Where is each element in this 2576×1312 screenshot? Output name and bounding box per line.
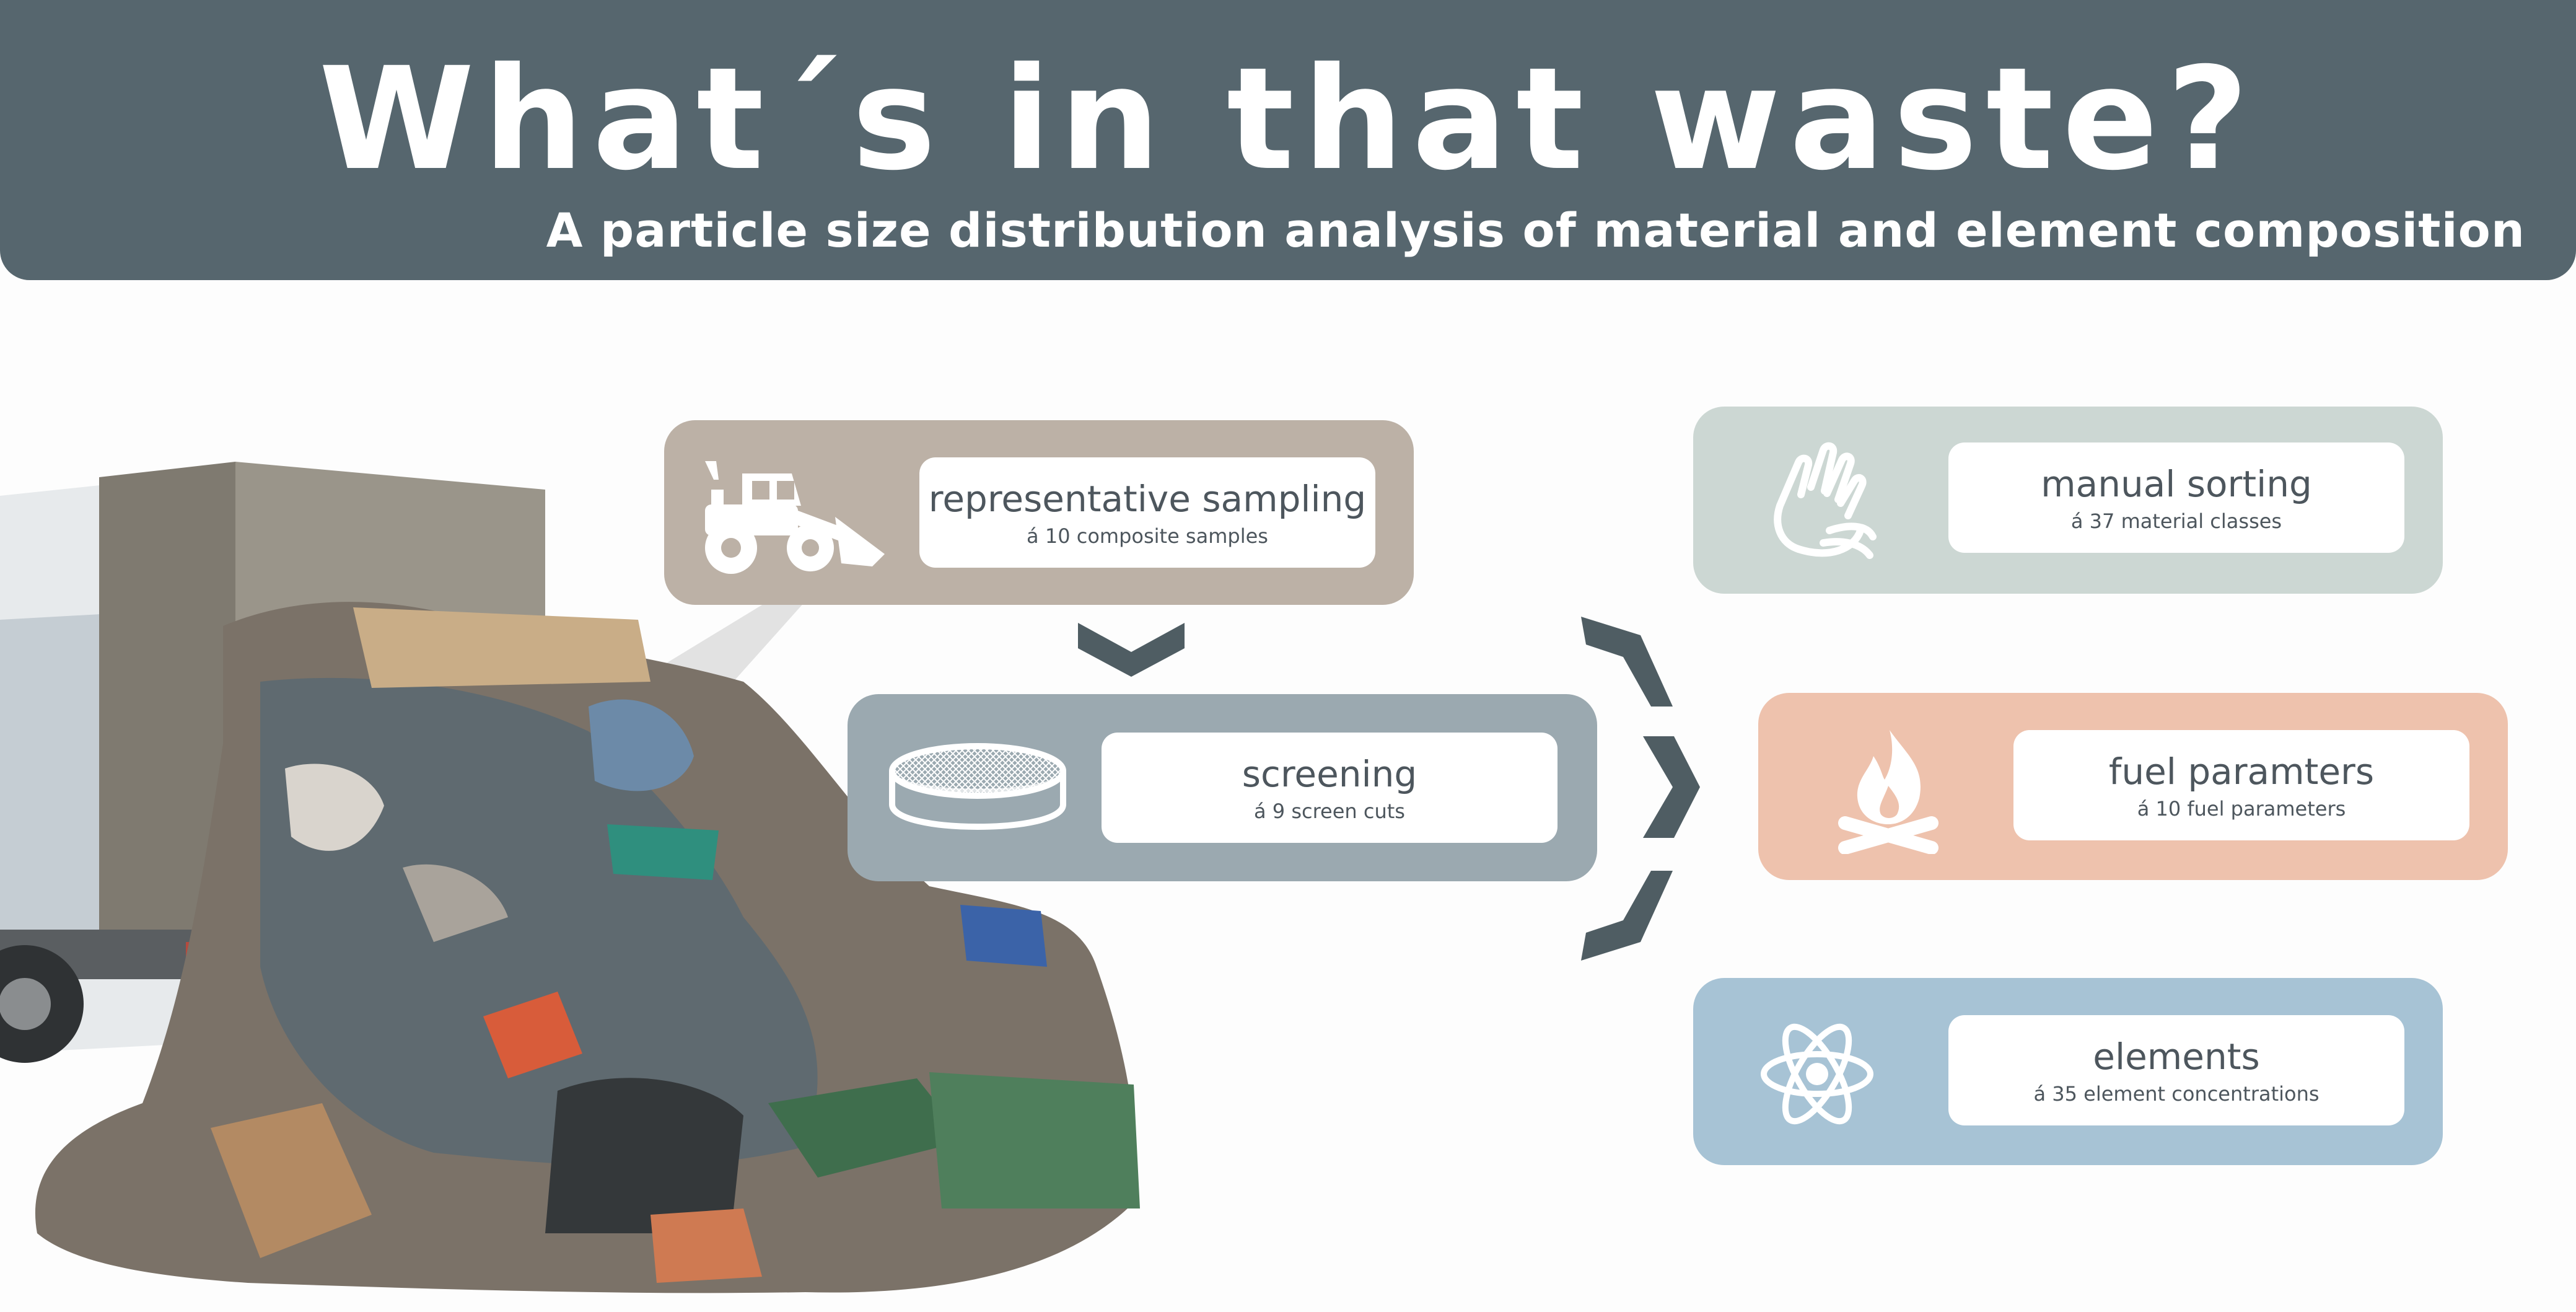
- step-representative-sampling: representative sampling á 10 composite s…: [664, 420, 1414, 605]
- wheel-loader-icon: [705, 461, 885, 574]
- upper-branch-arrow: [1581, 617, 1673, 707]
- elements-card: elements á 35 element concentrations: [1948, 1015, 2404, 1125]
- sampling-detail: á 10 composite samples: [1027, 524, 1268, 548]
- sorting-card: manual sorting á 37 material classes: [1948, 442, 2404, 553]
- elements-detail: á 35 element concentrations: [2033, 1082, 2320, 1106]
- sorting-detail: á 37 material classes: [2070, 509, 2282, 533]
- middle-chevron-arrow: [1643, 736, 1700, 838]
- fuel-card: fuel paramters á 10 fuel parameters: [2013, 730, 2469, 840]
- fuel-label: fuel paramters: [2108, 751, 2375, 793]
- lower-branch-arrow: [1581, 871, 1673, 961]
- page-subtitle: A particle size distribution analysis of…: [546, 203, 2525, 258]
- screening-detail: á 9 screen cuts: [1254, 799, 1405, 823]
- step-screening: screening á 9 screen cuts: [848, 694, 1597, 881]
- page-title: What´s in that waste?: [318, 37, 2258, 201]
- header-banner: What´s in that waste? A particle size di…: [0, 0, 2576, 280]
- campfire-icon: [1838, 730, 1939, 854]
- fuel-detail: á 10 fuel parameters: [2137, 797, 2346, 821]
- sorting-label: manual sorting: [2041, 463, 2312, 505]
- screening-card: screening á 9 screen cuts: [1102, 733, 1557, 843]
- sampling-card: representative sampling á 10 composite s…: [919, 457, 1375, 568]
- hand-icon: [1774, 442, 1877, 559]
- step-elements: elements á 35 element concentrations: [1693, 978, 2443, 1165]
- waste-pile: [35, 602, 1140, 1293]
- elements-label: elements: [2093, 1036, 2260, 1078]
- screening-label: screening: [1242, 753, 1417, 795]
- sieve-icon: [889, 743, 1066, 830]
- atom-icon: [1761, 1023, 1873, 1125]
- sampling-label: representative sampling: [928, 478, 1367, 520]
- step-manual-sorting: manual sorting á 37 material classes: [1693, 407, 2443, 594]
- down-chevron-arrow: [1078, 623, 1185, 677]
- step-fuel-parameters: fuel paramters á 10 fuel parameters: [1758, 693, 2508, 880]
